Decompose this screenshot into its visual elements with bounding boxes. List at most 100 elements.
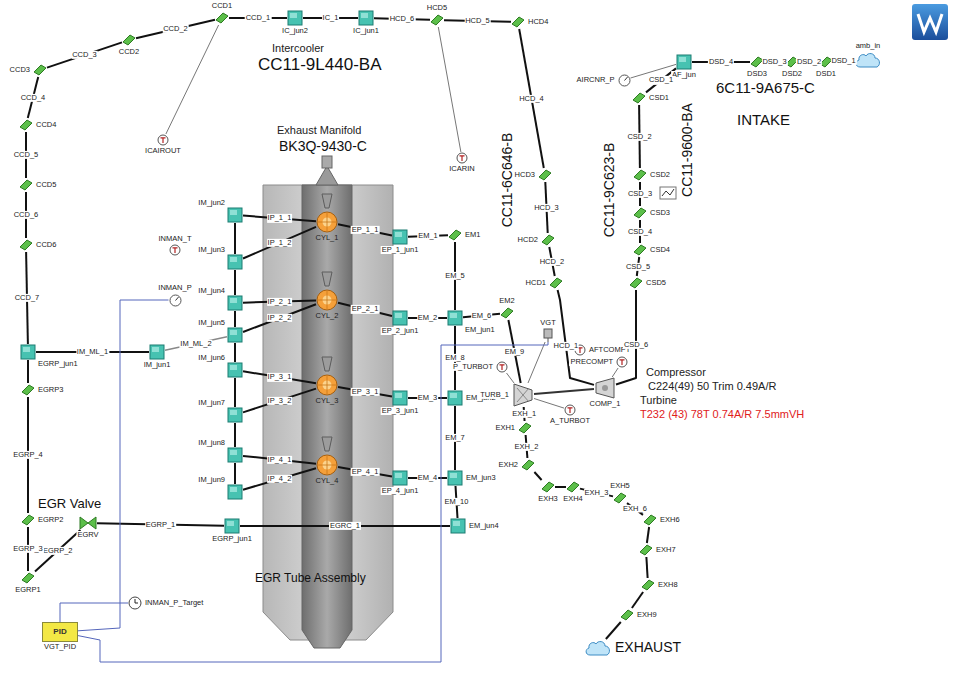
cylinder-icon (316, 289, 338, 311)
pipe-line (558, 290, 594, 385)
part-label: Intercooler (272, 42, 324, 54)
pipe-label: DSD_1 (830, 57, 856, 65)
junction-box: IM_jun7 (227, 407, 243, 423)
component-label: DSD1 (815, 70, 837, 78)
pressure-gauge: AIRCNR_P (618, 74, 631, 87)
component-label: EM_jun4 (468, 522, 500, 530)
junction-box-icon (227, 327, 243, 343)
junction-box: IM_jun3 (227, 254, 243, 270)
pipe-label: EXH_1 (511, 410, 537, 418)
vgt-actuator-icon (541, 328, 555, 342)
pipe-line (616, 290, 636, 385)
junction-box: EP_3_jun1 (392, 390, 408, 406)
pipe-element: CCD5 (19, 178, 33, 192)
pipe-label: HCD_6 (389, 15, 416, 23)
component-label: CCD4 (35, 121, 57, 129)
part-label: T232 (43) 78T 0.74A/R 7.5mmVH (640, 408, 804, 420)
pipe-label: CSD_6 (623, 340, 649, 348)
pipe-line (243, 389, 316, 413)
component-label: HCD3 (514, 171, 536, 179)
component-label: CSD2 (649, 171, 671, 179)
component-label: CSD5 (645, 279, 667, 287)
component-label: IM_jun1 (143, 361, 172, 369)
component-label: CCD1 (211, 2, 233, 10)
pipe-element-icon (633, 168, 647, 182)
pipe-label: IP_4_2 (267, 475, 293, 483)
component-label: EXH9 (636, 611, 658, 619)
pipe-element-icon (518, 421, 532, 435)
pipe-label: IM_ML_2 (179, 339, 212, 347)
pipe-label: EGRP_1 (145, 520, 177, 528)
pipe-element-icon (215, 11, 229, 25)
component-label: TURB_1 (479, 391, 510, 399)
pipe-label: IP_2_2 (267, 314, 293, 322)
junction-box-icon (392, 390, 408, 406)
pipe-label: DSD_4 (708, 58, 734, 66)
component-label: EGRP3 (37, 386, 64, 394)
cylinder: CYL_3 (316, 374, 338, 396)
pipe-element-icon (21, 383, 35, 397)
pipe-element: EXH5 (613, 491, 627, 505)
egr-valve: EGRV (79, 516, 97, 530)
junction-box-icon (287, 10, 303, 26)
component-label: HCD2 (517, 236, 539, 244)
pipe-line (234, 311, 236, 327)
pipe-element: CCD3 (33, 63, 47, 77)
part-label: INTAKE (737, 112, 790, 129)
pipe-element: EM2 (500, 306, 514, 320)
pipe-line (555, 486, 566, 488)
pipe-element-icon (629, 276, 643, 290)
junction-box-icon (447, 390, 463, 406)
component-label: IM_jun2 (197, 199, 226, 207)
compressor: COMP_1 (594, 377, 616, 399)
pipe-element: CSD5 (629, 276, 643, 290)
compressor-icon (594, 377, 616, 399)
pipe-label: CSD_2 (626, 132, 652, 140)
temperature-sensor: ICAIROUT (157, 134, 169, 146)
pipe-element-icon (549, 276, 563, 290)
component-label: EGRP_jun1 (211, 535, 253, 543)
sensor-lead (166, 25, 219, 134)
pipe-line (646, 557, 647, 578)
component-label: EP_1_jun1 (381, 246, 420, 254)
pipe-label: EM_9 (504, 347, 526, 355)
pipe-label: IP_2_1 (267, 297, 293, 305)
pipe-label: CCD_5 (13, 151, 40, 159)
turbine: TURB_1 (512, 383, 534, 407)
pipe-element: CSD3 (633, 206, 647, 220)
component-label: CCD6 (35, 241, 57, 249)
pipe-label: EM_2 (417, 314, 439, 322)
component-label: IC_jun1 (352, 27, 380, 35)
component-label: EXH3 (537, 495, 559, 503)
part-label: C224(49) 50 Trim 0.49A/R (648, 380, 776, 392)
pipe-label: CCD_6 (13, 211, 40, 219)
pipe-line (136, 20, 215, 39)
pipe-element: EXH7 (639, 543, 653, 557)
component-label: ICAIROUT (144, 147, 182, 155)
cylinder-icon (316, 211, 338, 233)
pipe-label: HCD_3 (533, 203, 560, 211)
component-label: EP_4_jun1 (381, 487, 420, 495)
pipe-label: EP_2_1 (351, 305, 380, 313)
cylinder: CYL_4 (316, 454, 338, 476)
junction-box-icon (227, 362, 243, 378)
cylinder-icon (316, 454, 338, 476)
pipe-line (243, 304, 316, 332)
pipe-line (243, 456, 316, 464)
pipe-label: EM_7 (444, 434, 466, 442)
component-label: CYL_1 (315, 234, 340, 242)
pipe-element-icon (430, 13, 444, 27)
junction-box: EP_4_jun1 (392, 470, 408, 486)
pipe-line (47, 42, 122, 67)
temperature-sensor: ICARIN (456, 152, 468, 164)
part-label: CC11-9600-BA (680, 103, 695, 197)
pipe-element: EGRP1 (21, 571, 35, 585)
pipe-label: CSD_4 (627, 227, 653, 235)
junction-box-icon (227, 407, 243, 423)
sensor-lead (534, 399, 564, 409)
sensor-lead (528, 342, 545, 383)
component-label: CCD2 (118, 48, 140, 56)
pipe-element-icon (122, 33, 136, 47)
component-label: EM_jun3 (465, 474, 497, 482)
